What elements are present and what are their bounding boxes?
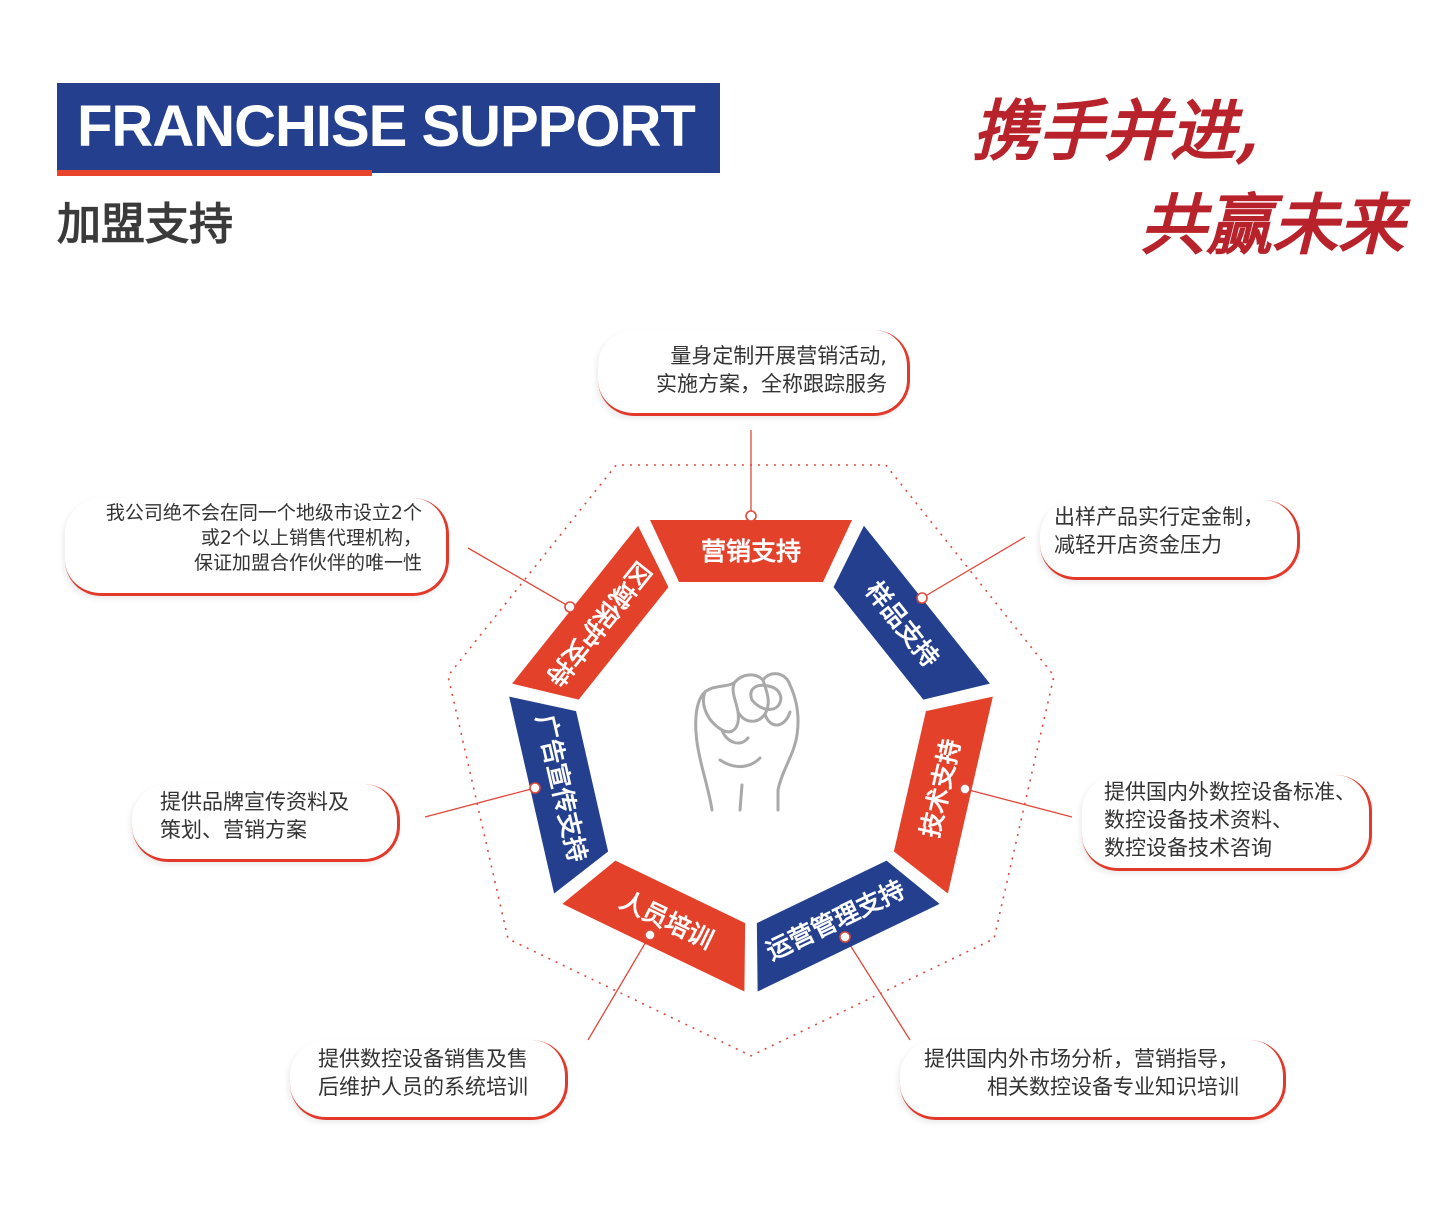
callout-marketing: 量身定制开展营销活动, 实施方案，全称跟踪服务	[598, 330, 910, 416]
callout-line: 出样产品实行定金制，	[1054, 505, 1264, 529]
connector-dot	[839, 931, 851, 943]
callout-line: 实施方案，全称跟踪服务	[656, 372, 887, 396]
segment-marketing: 营销支持	[650, 520, 852, 582]
callout-line: 策划、营销方案	[160, 818, 307, 842]
connector-line	[424, 787, 536, 818]
connector-dot	[916, 592, 928, 604]
segment-tech: 技术支持	[893, 696, 993, 894]
connectors	[424, 430, 1073, 1041]
callout-line: 提供数控设备销售及售	[318, 1047, 528, 1071]
segment-shape	[562, 860, 746, 992]
callout-line: 后维护人员的系统培训	[318, 1075, 528, 1099]
segment-shape	[509, 696, 609, 894]
callout-line: 相关数控设备专业知识培训	[987, 1075, 1239, 1099]
callout-line: 提供品牌宣传资料及	[160, 790, 349, 814]
connector-line	[964, 788, 1073, 818]
header-accent-line	[57, 170, 372, 176]
connector-line	[467, 547, 571, 608]
segment-shape	[833, 525, 990, 700]
callout-region: 我公司绝不会在同一个地级市设立2个 或2个以上销售代理机构， 保证加盟合作伙伴的…	[65, 498, 449, 596]
connector-line	[844, 936, 911, 1041]
segment-sample: 样品支持	[833, 525, 990, 700]
title-english: FRANCHISE SUPPORT	[77, 94, 696, 159]
connector-dot	[644, 929, 656, 941]
segment-training: 人员培训	[562, 860, 746, 992]
callout-line: 我公司绝不会在同一个地级市设立2个	[105, 502, 422, 524]
segment-label: 营销支持	[701, 537, 801, 566]
callout-line: 数控设备技术咨询	[1104, 836, 1272, 860]
callout-line: 量身定制开展营销活动,	[670, 344, 887, 368]
segment-shape	[756, 860, 940, 992]
segment-shape	[650, 520, 852, 582]
callout-training: 提供数控设备销售及售 后维护人员的系统培训	[290, 1040, 568, 1120]
callout-line: 提供国内外市场分析，营销指导，	[924, 1047, 1239, 1071]
callout-ad: 提供品牌宣传资料及 策划、营销方案	[132, 784, 400, 862]
segment-shape	[893, 696, 993, 894]
callout-line: 提供国内外数控设备标准、	[1104, 780, 1356, 804]
callout-line: 保证加盟合作伙伴的唯一性	[193, 552, 422, 574]
connector-dot	[564, 601, 576, 613]
callout-line: 或2个以上销售代理机构，	[200, 527, 422, 549]
connector-dot	[529, 782, 541, 794]
connector-line	[921, 536, 1026, 599]
connector-dot	[745, 510, 757, 522]
segment-ad: 广告宣传支持	[509, 696, 609, 894]
slogan-line-1: 携手并进,	[972, 92, 1259, 170]
segment-operation: 运营管理支持	[756, 860, 940, 992]
callout-line: 减轻开店资金压力	[1054, 533, 1222, 557]
connector-dot	[959, 783, 971, 795]
callout-operation: 提供国内外市场分析，营销指导， 相关数控设备专业知识培训	[900, 1040, 1286, 1120]
title-chinese: 加盟支持	[57, 199, 233, 250]
fist-icon	[694, 672, 800, 812]
connector-line	[587, 934, 651, 1041]
slogan-line-2: 共赢未来	[1140, 186, 1404, 264]
header-banner: FRANCHISE SUPPORT	[57, 83, 720, 173]
callout-sample: 出样产品实行定金制， 减轻开店资金压力	[1040, 500, 1300, 580]
callout-line: 数控设备技术资料、	[1104, 808, 1293, 832]
segment-region: 区域保护支持	[512, 525, 669, 700]
segment-shape	[512, 525, 669, 700]
callout-tech: 提供国内外数控设备标准、 数控设备技术资料、 数控设备技术咨询	[1082, 775, 1372, 871]
